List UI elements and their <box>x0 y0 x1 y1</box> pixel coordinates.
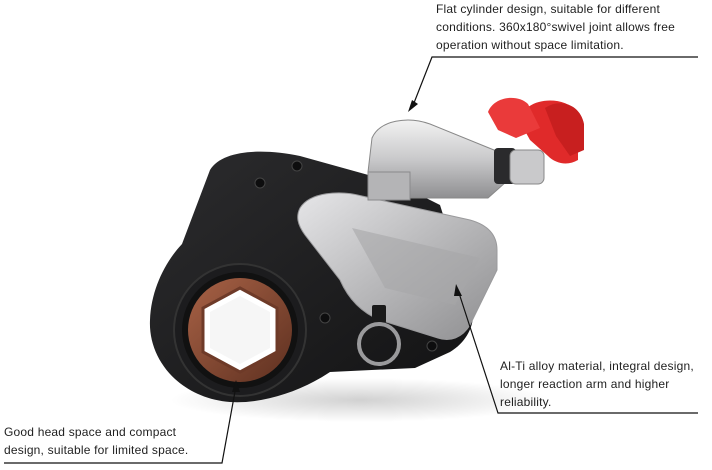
callout-top-line-2: conditions. 360x180°swivel joint allows … <box>436 20 676 34</box>
callout-right-line-1: Al-Ti alloy material, integral design, <box>500 359 694 373</box>
callout-lines <box>4 56 698 464</box>
reaction-arm <box>297 192 498 340</box>
hydraulic-couplers <box>488 97 584 185</box>
callout-left-line-1: Good head space and compact <box>4 425 177 439</box>
hex-socket <box>188 278 292 382</box>
body-bolts <box>254 160 438 352</box>
callout-line-right <box>457 289 698 414</box>
callout-line-left <box>4 385 237 464</box>
swivel-joint <box>367 119 516 201</box>
callout-line-top <box>411 56 698 109</box>
callout-left-line-2: design, suitable for limited space. <box>4 443 189 457</box>
callout-right: Al-Ti alloy material, integral design, l… <box>500 357 712 411</box>
callout-right-line-2: longer reaction arm and higher <box>500 377 670 391</box>
callout-left: Good head space and compact design, suit… <box>4 423 224 459</box>
callout-top-line-1: Flat cylinder design, suitable for diffe… <box>436 2 661 16</box>
callout-right-line-3: reliability. <box>500 395 552 409</box>
callout-top-line-3: operation without space limitation. <box>436 38 624 52</box>
ring-pin <box>357 305 401 366</box>
callout-top: Flat cylinder design, suitable for diffe… <box>436 0 706 54</box>
